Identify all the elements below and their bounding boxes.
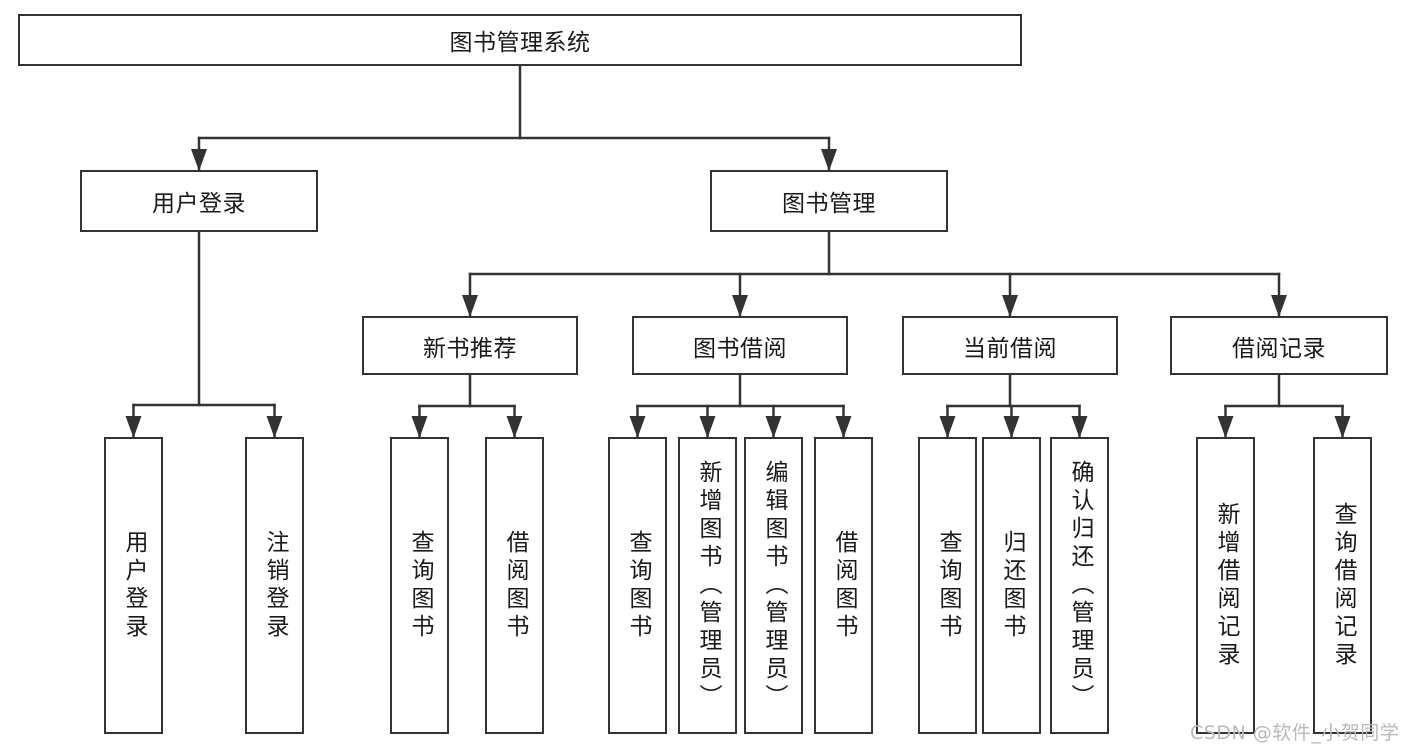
node-label: 查询图书 bbox=[625, 529, 651, 642]
node-label: 新增图书（管理员） bbox=[695, 459, 721, 712]
node-leaf3[interactable]: 查询图书 bbox=[390, 437, 449, 734]
node-leaf2[interactable]: 注销登录 bbox=[245, 437, 304, 734]
node-label: 注销登录 bbox=[262, 529, 288, 642]
connector-arrowhead bbox=[1071, 416, 1088, 438]
connector-arrowhead bbox=[835, 416, 852, 438]
node-label: 查询图书 bbox=[407, 529, 433, 642]
node-label: 新增借阅记录 bbox=[1213, 501, 1239, 670]
node-label: 查询借阅记录 bbox=[1330, 501, 1356, 670]
node-label: 图书借阅 bbox=[693, 335, 787, 362]
node-leaf6[interactable]: 新增图书（管理员） bbox=[678, 437, 737, 734]
node-bookmgmt[interactable]: 图书管理 bbox=[710, 170, 948, 232]
node-label: 图书管理系统 bbox=[449, 30, 591, 56]
connector-arrowhead bbox=[765, 416, 782, 438]
connector-arrowhead bbox=[125, 416, 142, 438]
node-leaf12[interactable]: 新增借阅记录 bbox=[1196, 437, 1255, 734]
node-label: 借阅图书 bbox=[831, 529, 857, 642]
connector-arrowhead bbox=[1217, 416, 1234, 438]
node-leaf10[interactable]: 归还图书 bbox=[982, 437, 1041, 734]
node-label: 查询图书 bbox=[935, 529, 961, 642]
node-leaf13[interactable]: 查询借阅记录 bbox=[1313, 437, 1372, 734]
connector-arrowhead bbox=[629, 416, 646, 438]
node-label: 借阅图书 bbox=[502, 529, 528, 642]
connector-arrowhead bbox=[1271, 295, 1287, 317]
connector-arrowhead bbox=[1334, 416, 1351, 438]
node-leaf5[interactable]: 查询图书 bbox=[608, 437, 667, 734]
node-label: 归还图书 bbox=[999, 529, 1025, 642]
node-label: 借阅记录 bbox=[1232, 335, 1326, 362]
node-newbook[interactable]: 新书推荐 bbox=[362, 316, 578, 375]
connector-arrowhead bbox=[506, 416, 523, 438]
node-label: 确认归还（管理员） bbox=[1067, 459, 1093, 712]
connector-arrowhead bbox=[191, 149, 207, 171]
connector-arrowhead bbox=[732, 295, 748, 317]
node-label: 用户登录 bbox=[152, 191, 246, 217]
node-label: 当前借阅 bbox=[963, 335, 1057, 362]
connector-arrowhead bbox=[411, 416, 428, 438]
watermark-label: CSDN @软件_小贺同学 bbox=[1190, 722, 1400, 744]
node-label: 图书管理 bbox=[782, 191, 876, 217]
node-leaf11[interactable]: 确认归还（管理员） bbox=[1050, 437, 1109, 734]
node-root[interactable]: 图书管理系统 bbox=[18, 14, 1022, 66]
node-borrow[interactable]: 图书借阅 bbox=[632, 316, 848, 375]
node-leaf7[interactable]: 编辑图书（管理员） bbox=[744, 437, 803, 734]
connector-arrowhead bbox=[699, 416, 716, 438]
node-records[interactable]: 借阅记录 bbox=[1170, 316, 1388, 375]
connector-arrowhead bbox=[1003, 416, 1020, 438]
connector-arrowhead bbox=[462, 295, 478, 317]
node-leaf8[interactable]: 借阅图书 bbox=[814, 437, 873, 734]
connector-arrowhead bbox=[939, 416, 956, 438]
node-leaf9[interactable]: 查询图书 bbox=[918, 437, 977, 734]
connector-arrowhead bbox=[1002, 295, 1018, 317]
node-leaf1[interactable]: 用户登录 bbox=[104, 437, 163, 734]
connector-arrowhead bbox=[821, 149, 837, 171]
node-label: 用户登录 bbox=[121, 529, 147, 642]
connector-arrowhead bbox=[266, 416, 283, 438]
node-label: 新书推荐 bbox=[423, 335, 517, 362]
node-leaf4[interactable]: 借阅图书 bbox=[485, 437, 544, 734]
node-label: 编辑图书（管理员） bbox=[761, 459, 787, 712]
node-login[interactable]: 用户登录 bbox=[80, 170, 318, 232]
node-current[interactable]: 当前借阅 bbox=[902, 316, 1118, 375]
